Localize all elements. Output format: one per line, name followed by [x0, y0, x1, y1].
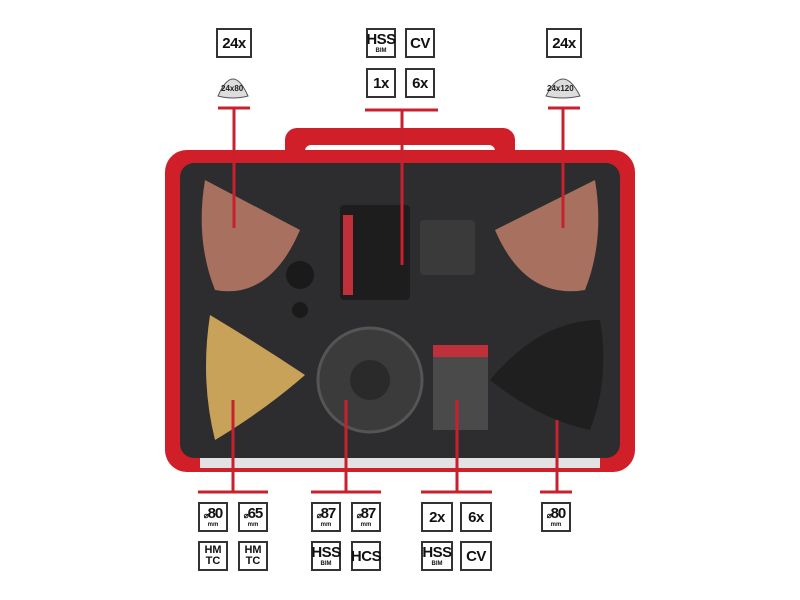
material-label: CV [466, 547, 486, 565]
material-label: HSS [311, 544, 341, 561]
diameter-value: 80 [550, 505, 567, 522]
diameter-icon: ⌀ [243, 511, 249, 520]
diameter-icon: ⌀ [546, 511, 552, 520]
material-badge: HCS [350, 541, 382, 571]
count-badge: 2x [421, 502, 453, 532]
count-label: 24x [552, 34, 576, 52]
diameter-value: 87 [360, 505, 377, 522]
material-label: HM [204, 544, 222, 556]
sanding-sheet-icon [545, 78, 581, 99]
material-label: HSS [422, 544, 452, 561]
material-badge: CV [460, 541, 492, 571]
material-label: HM [244, 544, 262, 556]
diameter-value: 80 [207, 505, 224, 522]
unit-label: mm [360, 522, 372, 528]
unit-label: mm [320, 522, 332, 528]
unit-label: mm [550, 522, 562, 528]
blade-top-center [340, 205, 410, 300]
material-sub-label: BIM [431, 561, 443, 567]
material-sub-label: BIM [375, 48, 387, 54]
plunge-blade [433, 345, 488, 430]
count-badge: 1x [366, 68, 396, 98]
diameter-icon: ⌀ [356, 511, 362, 520]
count-label: 6x [468, 508, 484, 526]
count-label: 1x [373, 74, 389, 92]
count-label: 24x [222, 34, 246, 52]
material-label: HSS [366, 31, 396, 48]
count-badge: 24x [216, 28, 252, 58]
segment-blade-right [490, 320, 604, 430]
count-badge: 6x [405, 68, 435, 98]
diameter-icon: ⌀ [203, 511, 209, 520]
unit-label: mm [207, 522, 219, 528]
diameter-value: 65 [247, 505, 264, 522]
sanding-size-label: 24x120 [547, 84, 574, 93]
sanding-sheet-icon [217, 78, 249, 99]
sanding-pad-left [201, 180, 300, 292]
material-sub-label: BIM [320, 561, 332, 567]
material-label: HCS [350, 547, 382, 565]
material-label: TC [245, 555, 261, 567]
count-label: 2x [429, 508, 445, 526]
sanding-pad-right [495, 180, 599, 292]
count-label: 6x [412, 74, 428, 92]
count-badge: 6x [460, 502, 492, 532]
callout-lines [198, 106, 580, 494]
diameter-value: 87 [320, 505, 337, 522]
diameter-icon: ⌀ [316, 511, 322, 520]
segment-saw-blade-gold [206, 315, 305, 440]
material-badge: CV [405, 28, 435, 58]
count-badge: 24x [546, 28, 582, 58]
unit-label: mm [247, 522, 259, 528]
material-label: CV [410, 34, 430, 52]
sanding-size-label: 24x80 [221, 84, 244, 93]
material-label: TC [205, 555, 221, 567]
